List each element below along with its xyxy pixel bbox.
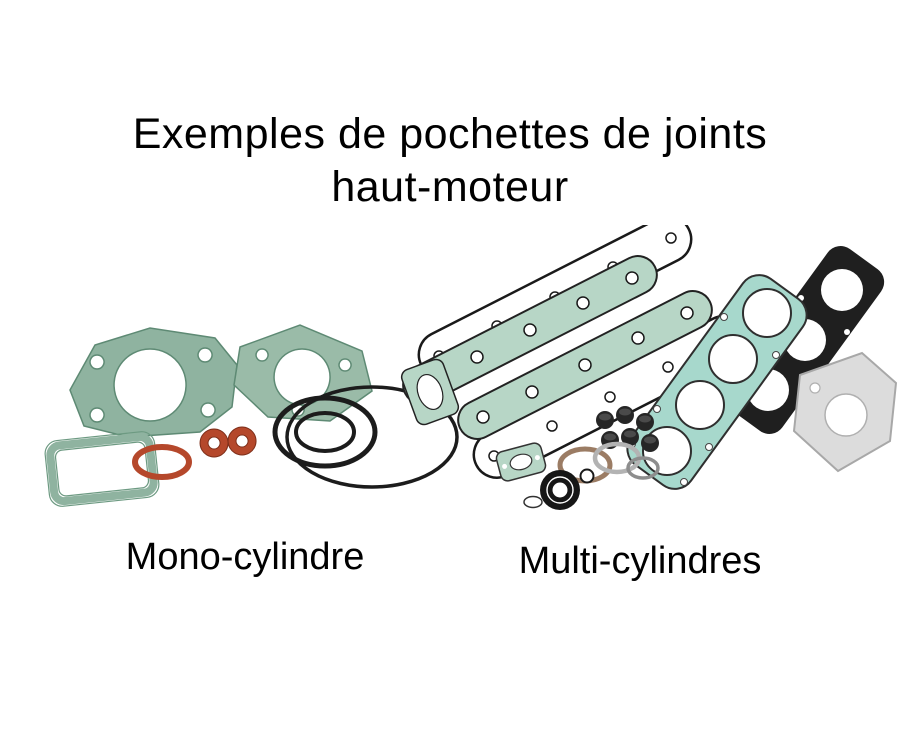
caption-multi-cylindres: Multi-cylindres	[518, 540, 762, 582]
cylinder-base-gasket	[69, 327, 238, 438]
multi-cylinder-kit	[400, 225, 898, 510]
oil-seal	[523, 468, 595, 510]
copper-double-washer	[199, 426, 257, 458]
four-cylinder-head-gasket	[626, 274, 808, 490]
title-line-1: Exemples de pochettes de joints	[132, 110, 768, 158]
rubber-seal-ring	[272, 395, 378, 469]
copper-washer-ring	[132, 444, 192, 480]
valve-stem-seals	[596, 406, 659, 452]
side-cover-gasket	[400, 358, 460, 426]
mono-cylinder-kit	[44, 324, 459, 507]
page-title: Exemples de pochettes de joints haut-mot…	[0, 108, 900, 214]
small-port-gasket	[495, 442, 547, 482]
title-line-2: haut-moteur	[331, 163, 569, 211]
valve-cover-gasket-2	[457, 290, 713, 440]
caption-mono-cylindre: Mono-cylindre	[125, 536, 365, 578]
large-o-ring	[285, 385, 459, 489]
gasket-kits-illustration	[44, 225, 898, 510]
metal-gasket	[792, 351, 898, 473]
metal-sealing-rings	[557, 441, 660, 484]
frame-gasket	[44, 431, 160, 507]
